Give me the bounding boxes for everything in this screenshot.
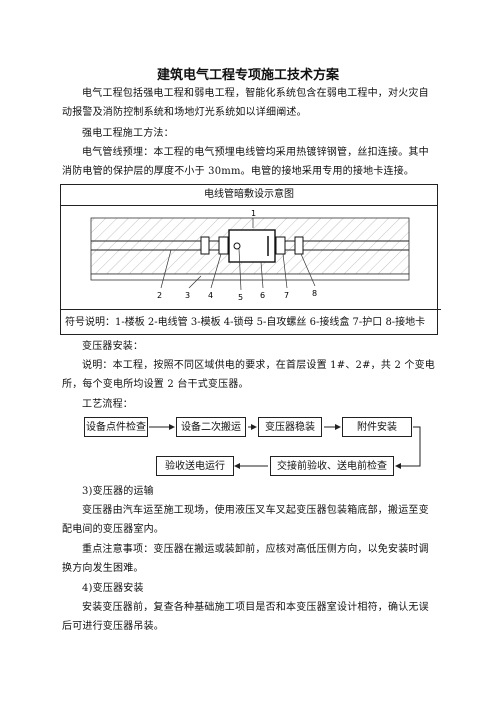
label-8: 8 (312, 289, 317, 298)
note-paragraph: 重点注意事项：变压器在搬运或装卸前，应核对高低压侧方向，以免安装时调换方向发生困… (62, 544, 429, 574)
screw-icon (233, 242, 241, 250)
conduit-paragraph: 电气管线预埋：本工程的电气预埋电线管均采用热镀锌钢管，丝扣连接。其中消防电管的保… (62, 147, 429, 177)
flow-step-install: 变压器稳装 (258, 417, 322, 437)
section4-heading: 4)变压器安装 (82, 583, 144, 594)
label-6: 6 (260, 291, 265, 300)
diagram-title: 电线管暗敷设示意图 (61, 185, 437, 206)
conduit-drawing: 1 2 3 4 5 6 7 8 (90, 209, 410, 302)
flow-step-inspection: 设备点件检查 (84, 417, 148, 437)
flow-step-acceptance-check: 交接前验收、送电前检查 (270, 456, 394, 476)
strong-method-heading: 强电工程施工方法： (82, 128, 174, 139)
flow-step-accessories: 附件安装 (342, 417, 412, 437)
formwork (90, 273, 410, 281)
label-1: 1 (251, 209, 256, 218)
page-title: 建筑电气工程专项施工技术方案 (156, 68, 339, 83)
flow-step-transport: 设备二次搬运 (176, 417, 246, 437)
section4-paragraph: 安装变压器前，复查各种基础施工项目是否和本变压器室设计相符，确认无误后可进行变压… (62, 602, 429, 632)
conduit-diagram: 电线管暗敷设示意图 1 2 3 (60, 184, 441, 336)
intro-paragraph: 电气工程包括强电工程和弱电工程，智能化系统包含在弱电工程中，对火灾自动报警及消防… (62, 88, 429, 118)
diagram-legend: 符号说明：1-楼板 2-电线管 3-模板 4-锁母 5-自攻螺丝 6-接线盒 7… (61, 309, 441, 336)
process-heading: 工艺流程： (82, 399, 133, 410)
section3-paragraph: 变压器由汽车运至施工现场，使用液压叉车叉起变压器包装箱底部，搬运至变配电间的变压… (62, 505, 429, 535)
label-5: 5 (238, 293, 243, 302)
bushing-left (200, 236, 210, 255)
label-2: 2 (157, 291, 162, 300)
label-3: 3 (185, 291, 190, 300)
transformer-heading: 变压器安装： (82, 341, 144, 352)
label-4: 4 (208, 291, 213, 300)
lock-nut-left (218, 236, 229, 255)
label-7: 7 (284, 291, 289, 300)
flow-step-energize: 验收送电运行 (156, 456, 234, 476)
section3-heading: 3)变压器的运输 (82, 486, 154, 497)
transformer-desc: 说明：本工程，按照不同区域供电的要求，在首层设置 1#、2#，共 2 个变电所，… (62, 360, 435, 390)
lock-nut-right (275, 236, 286, 255)
bushing-right (294, 236, 304, 255)
